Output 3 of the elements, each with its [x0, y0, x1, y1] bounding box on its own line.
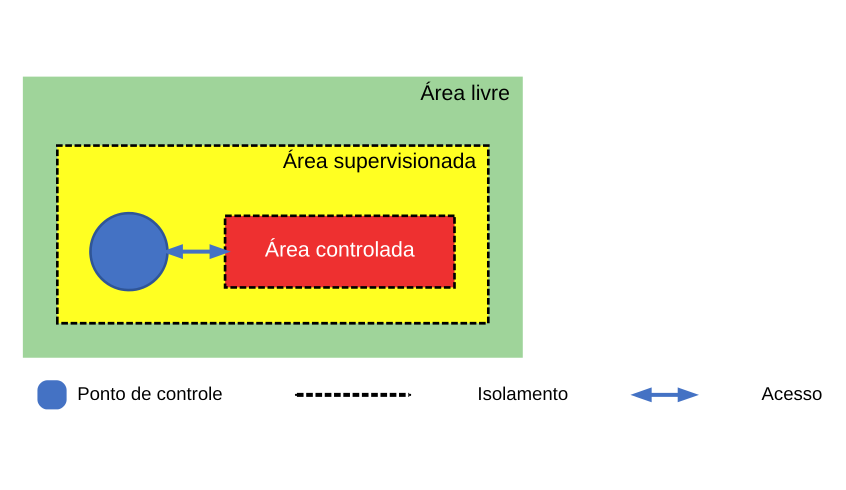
legend-label: Isolamento [477, 382, 568, 404]
legend-label: Acesso [762, 382, 822, 404]
legend-label: Ponto de controle [77, 382, 223, 404]
